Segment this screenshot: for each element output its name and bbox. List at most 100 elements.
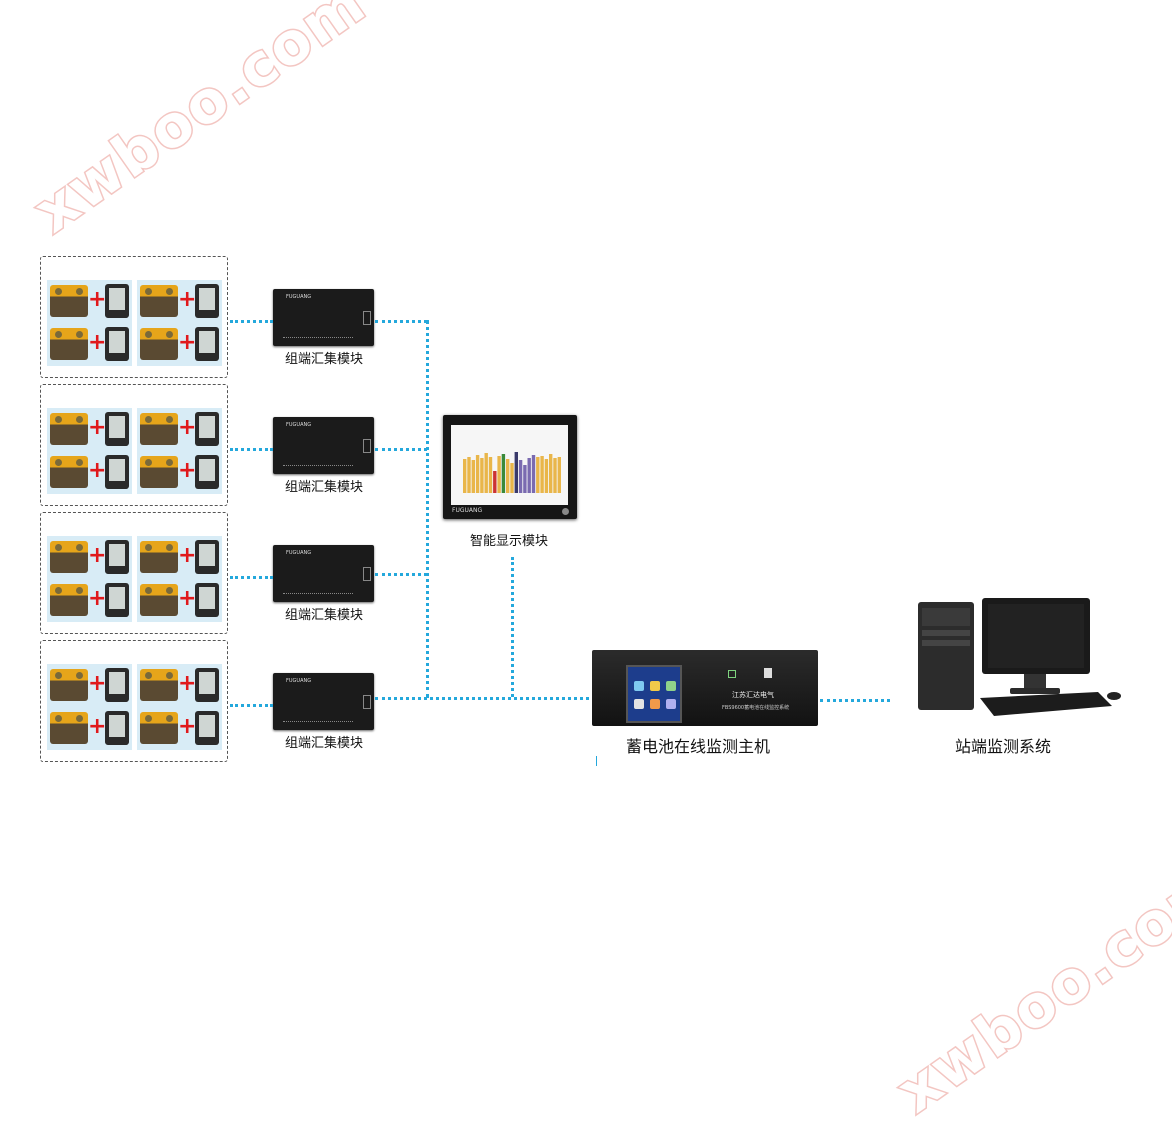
link-group4-module4 bbox=[230, 704, 273, 707]
battery-cell-unit: + bbox=[47, 664, 132, 707]
module-brand: FUGUANG bbox=[286, 678, 312, 684]
host-cable-mark bbox=[596, 756, 597, 766]
battery-cell-unit: + bbox=[137, 579, 222, 622]
cell-meter-icon bbox=[105, 455, 129, 489]
battery-icon bbox=[140, 456, 178, 488]
battery-icon bbox=[50, 328, 88, 360]
link-module2-bus bbox=[375, 448, 427, 451]
link-module1-bus bbox=[375, 320, 427, 323]
battery-icon bbox=[50, 541, 88, 573]
battery-icon bbox=[140, 669, 178, 701]
display-screen-bars bbox=[463, 452, 561, 493]
plus-icon: + bbox=[88, 671, 107, 696]
module-port-icon bbox=[363, 567, 371, 581]
plus-icon: + bbox=[88, 287, 107, 312]
display-bar bbox=[488, 457, 493, 493]
desktop-computer-icon bbox=[918, 598, 1121, 716]
battery-cell-unit: + bbox=[47, 323, 132, 366]
collector-module-label: 组端汇集模块 bbox=[285, 608, 364, 623]
cell-meter-icon bbox=[195, 412, 219, 446]
battery-cell-unit: + bbox=[47, 280, 132, 323]
display-bar bbox=[540, 456, 544, 493]
display-bar bbox=[527, 458, 531, 493]
battery-icon bbox=[50, 669, 88, 701]
battery-icon bbox=[140, 541, 178, 573]
collector-module-icon: FUGUANG bbox=[273, 289, 374, 346]
plus-icon: + bbox=[178, 458, 197, 483]
host-screen-icon bbox=[650, 681, 660, 691]
display-bar bbox=[544, 459, 549, 493]
display-brand: FUGUANG bbox=[452, 507, 483, 514]
smart-display-label: 智能显示模块 bbox=[470, 534, 549, 549]
battery-icon bbox=[50, 712, 88, 744]
collector-module-icon: FUGUANG bbox=[273, 417, 374, 474]
smart-display-module: FUGUANG bbox=[443, 415, 577, 519]
link-group3-module3 bbox=[230, 576, 273, 579]
link-module4-bus bbox=[375, 697, 589, 700]
module-terminals bbox=[283, 721, 353, 722]
battery-cell-unit: + bbox=[137, 408, 222, 451]
cell-meter-icon bbox=[195, 327, 219, 361]
module-brand: FUGUANG bbox=[286, 422, 312, 428]
host-indicator-icon bbox=[728, 670, 736, 678]
link-group1-module1 bbox=[230, 320, 273, 323]
battery-group-4: ++++ bbox=[40, 640, 228, 762]
plus-icon: + bbox=[178, 671, 197, 696]
plus-icon: + bbox=[88, 458, 107, 483]
module-brand: FUGUANG bbox=[286, 294, 312, 300]
cell-meter-icon bbox=[105, 327, 129, 361]
battery-cell-unit: + bbox=[47, 536, 132, 579]
battery-icon bbox=[50, 413, 88, 445]
display-bar bbox=[484, 453, 488, 493]
display-bar bbox=[493, 471, 497, 493]
host-screen-icon bbox=[666, 699, 676, 709]
link-module3-bus bbox=[375, 573, 427, 576]
battery-group-2: ++++ bbox=[40, 384, 228, 506]
cell-meter-icon bbox=[195, 583, 219, 617]
cell-meter-icon bbox=[105, 668, 129, 702]
display-bar bbox=[549, 454, 553, 493]
collector-module-icon: FUGUANG bbox=[273, 545, 374, 602]
battery-icon bbox=[140, 413, 178, 445]
battery-group-1: + + + + bbox=[40, 256, 228, 378]
display-bar bbox=[463, 459, 467, 493]
link-host-station bbox=[820, 699, 890, 702]
module-port-icon bbox=[363, 311, 371, 325]
display-bar bbox=[536, 457, 540, 493]
display-bar bbox=[523, 465, 527, 493]
cell-meter-icon bbox=[195, 284, 219, 318]
display-bar bbox=[553, 458, 557, 493]
battery-icon bbox=[140, 584, 178, 616]
display-screen bbox=[451, 425, 568, 505]
display-bar bbox=[475, 455, 480, 493]
cell-meter-icon bbox=[105, 540, 129, 574]
link-group2-module2 bbox=[230, 448, 273, 451]
host-screen-icon bbox=[666, 681, 676, 691]
battery-icon bbox=[140, 712, 178, 744]
cell-meter-icon bbox=[195, 711, 219, 745]
module-port-icon bbox=[363, 695, 371, 709]
plus-icon: + bbox=[178, 586, 197, 611]
plus-icon: + bbox=[88, 586, 107, 611]
collector-module-label: 组端汇集模块 bbox=[285, 480, 364, 495]
power-knob-icon bbox=[562, 508, 569, 515]
module-terminals bbox=[283, 465, 353, 466]
host-screen-icon bbox=[634, 699, 644, 709]
display-bar bbox=[497, 456, 501, 493]
host-brand-text: 江苏汇达电气 bbox=[732, 691, 774, 699]
host-model-text: FBS9600蓄电池在线监控系统 bbox=[722, 705, 790, 711]
battery-cell-unit: + bbox=[137, 323, 222, 366]
battery-icon bbox=[50, 285, 88, 317]
plus-icon: + bbox=[88, 330, 107, 355]
collector-module-label: 组端汇集模块 bbox=[285, 352, 364, 367]
battery-icon bbox=[140, 328, 178, 360]
plus-icon: + bbox=[178, 287, 197, 312]
plus-icon: + bbox=[88, 543, 107, 568]
module-terminals bbox=[283, 337, 353, 338]
cell-meter-icon bbox=[105, 412, 129, 446]
battery-cell-unit: + bbox=[47, 451, 132, 494]
battery-monitor-host: 江苏汇达电气 FBS9600蓄电池在线监控系统 bbox=[592, 650, 818, 726]
host-label: 蓄电池在线监测主机 bbox=[626, 737, 771, 756]
display-bar bbox=[506, 459, 510, 493]
cell-meter-icon bbox=[105, 583, 129, 617]
